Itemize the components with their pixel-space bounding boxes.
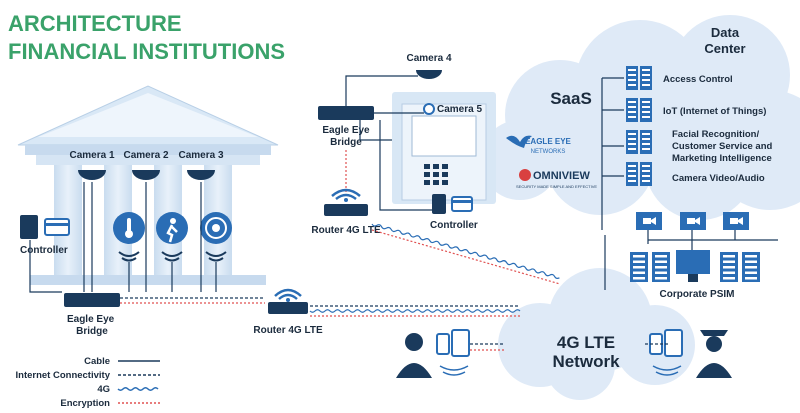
atm-eagle-eye-bridge-icon — [318, 106, 374, 120]
psim-server-4-icon — [742, 252, 760, 282]
service-facial-recognition-line-1: Facial Recognition/ — [672, 129, 759, 140]
bank-controller-label: Controller — [20, 245, 68, 256]
service-facial-recognition-line-2: Customer Service and — [672, 141, 773, 152]
psim-server-3-icon — [720, 252, 738, 282]
video-monitor-3-icon — [723, 212, 749, 230]
lte-network-cloud — [498, 268, 695, 400]
services-bus — [601, 77, 624, 230]
atm-controller-icon — [432, 194, 473, 214]
bank-router-label: Router 4G LTE — [253, 325, 323, 336]
server-facial-recognition-icon — [626, 130, 652, 154]
camera-5-icon — [423, 103, 435, 115]
data-center-cloud — [480, 15, 800, 220]
saas-label: SaaS — [550, 89, 592, 108]
dome-camera-4-icon — [416, 70, 442, 79]
atm-machine — [392, 92, 496, 204]
camera-2-label: Camera 2 — [123, 150, 168, 161]
title-line-2: FINANCIAL INSTITUTIONS — [8, 39, 285, 64]
service-access-control: Access Control — [663, 74, 733, 85]
server-access-control-icon — [626, 66, 652, 90]
legend: Cable Internet Connectivity 4G Encryptio… — [16, 356, 160, 409]
psim-server-1-icon — [630, 252, 648, 282]
bank-router-4g-link — [309, 309, 521, 313]
legend-4g-label: 4G — [97, 384, 110, 395]
atm-cables — [345, 75, 432, 211]
dome-camera-1-icon — [78, 170, 106, 180]
dome-camera-2-icon — [132, 170, 160, 180]
atm-bridge-label-line-2: Bridge — [330, 137, 362, 148]
alarm-sensor-icon — [200, 212, 232, 262]
camera-1-label: Camera 1 — [69, 150, 114, 161]
atm-router-encryption-link — [371, 229, 561, 285]
service-camera-video-audio: Camera Video/Audio — [672, 173, 765, 184]
data-center-title-line-1: Data — [711, 25, 740, 40]
service-iot: IoT (Internet of Things) — [663, 106, 766, 117]
video-monitor-2-icon — [680, 212, 706, 230]
bank-controller-icon — [20, 215, 70, 239]
omniview-logo: OMNIVIEW SECURITY MADE SIMPLE AND EFFECT… — [516, 169, 597, 189]
customer-person-icon — [396, 333, 432, 378]
atm-bridge-label-line-1: Eagle Eye — [322, 125, 370, 136]
server-camera-video-audio-icon — [626, 162, 652, 186]
legend-encryption-label: Encryption — [60, 398, 110, 409]
psim-network — [647, 230, 778, 258]
thermometer-sensor-icon — [113, 212, 145, 262]
lte-network-label-line-2: Network — [552, 352, 620, 371]
legend-internet-label: Internet Connectivity — [16, 370, 111, 381]
mobile-devices-icon-left — [436, 329, 470, 376]
bank-eagle-eye-bridge-icon — [64, 293, 120, 307]
psim-monitor-icon — [676, 250, 710, 282]
atm-controller-label: Controller — [430, 220, 478, 231]
psim-server-2-icon — [652, 252, 670, 282]
motion-sensor-icon — [156, 212, 188, 262]
omniview-logo-text: OMNIVIEW — [533, 170, 590, 182]
server-iot-icon — [626, 98, 652, 122]
service-facial-recognition-line-3: Marketing Intelligence — [672, 153, 772, 164]
lte-network-label-line-1: 4G LTE — [557, 333, 615, 352]
bank-cables — [29, 182, 217, 293]
svg-text:NETWORKS: NETWORKS — [531, 149, 566, 155]
atm-router-icon — [324, 188, 368, 216]
atm-router-label: Router 4G LTE — [311, 225, 381, 236]
bank-router-icon — [268, 288, 308, 314]
atm-router-4g-link — [371, 223, 560, 280]
camera-5-label: Camera 5 — [437, 104, 482, 115]
bank-bridge-label-line-1: Eagle Eye — [67, 314, 115, 325]
omniview-tagline: SECURITY MADE SIMPLE AND EFFECTIVE — [516, 184, 597, 189]
dome-camera-3-icon — [187, 170, 215, 180]
camera-4-label: Camera 4 — [406, 53, 451, 64]
eagle-eye-networks-logo: EAGLE EYE NETWORKS — [506, 135, 572, 155]
psim-label: Corporate PSIM — [659, 289, 734, 300]
legend-cable-label: Cable — [84, 356, 110, 367]
security-guard-icon — [696, 330, 732, 378]
legend-4g-swatch — [117, 387, 159, 391]
title-line-1: ARCHITECTURE — [8, 11, 182, 36]
bank-bridge-label-line-2: Bridge — [76, 326, 108, 337]
video-monitor-1-icon — [636, 212, 662, 230]
data-center-title-line-2: Center — [704, 41, 745, 56]
bank-bridge-label: Eagle Eye Bridge — [67, 314, 117, 337]
camera-3-label: Camera 3 — [178, 150, 223, 161]
svg-text:EAGLE EYE: EAGLE EYE — [525, 137, 571, 146]
